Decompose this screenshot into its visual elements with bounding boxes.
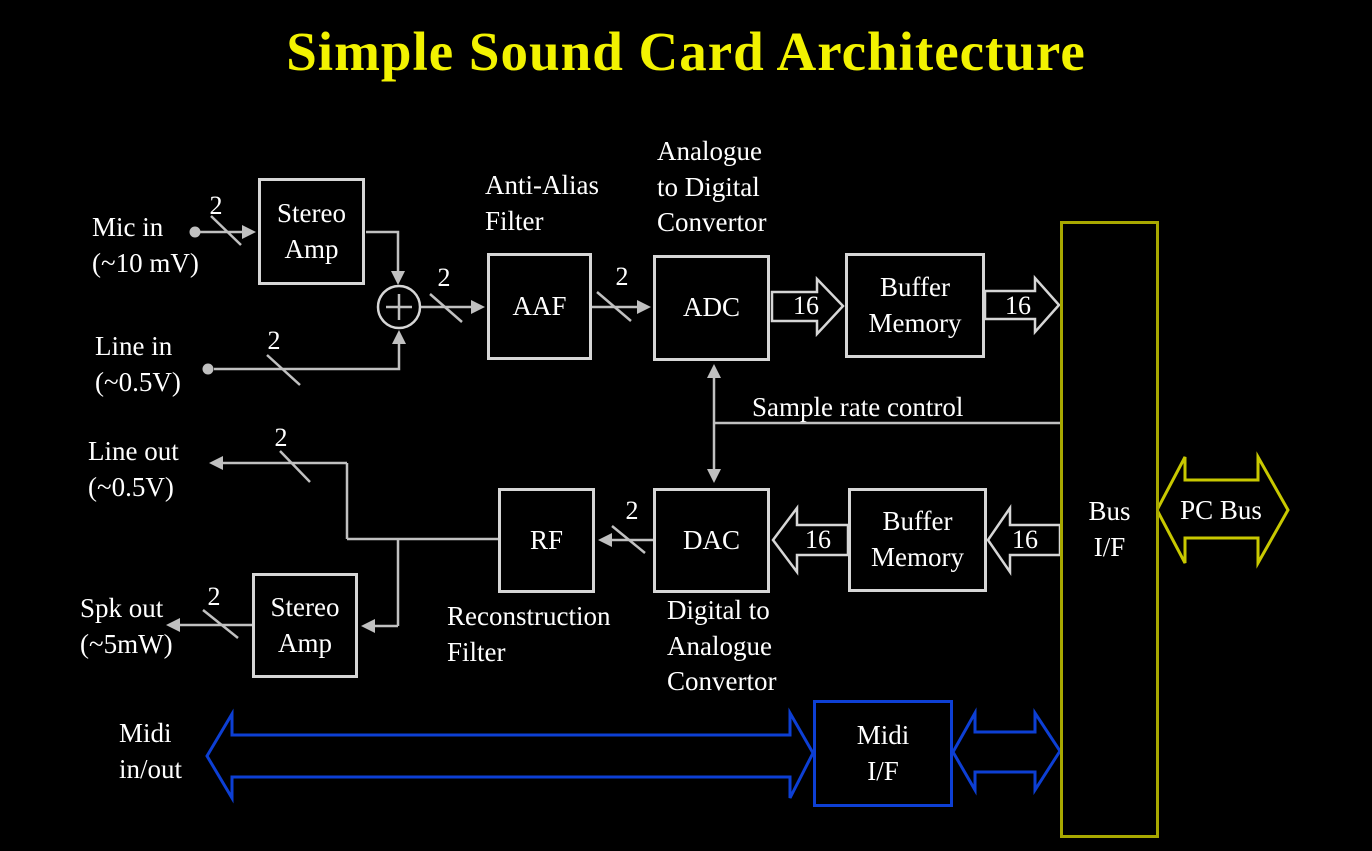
slide-title: Simple Sound Card Architecture — [286, 21, 1086, 82]
adc-full-name-annotation: Analogue to Digital Convertor — [657, 136, 767, 238]
bus-width-2-aaf: 2 — [615, 262, 629, 291]
summer-bus-slash — [429, 293, 463, 323]
mic-in-label: Mic in (~10 mV) — [92, 212, 199, 278]
dac-rf-bus-slash — [611, 525, 646, 554]
summer-to-aaf-arrowhead — [471, 300, 485, 314]
block-buffer-memory-top: Buffer Memory — [845, 253, 985, 358]
mic-bus-slash — [210, 215, 242, 246]
dac-to-rf-arrowhead — [598, 533, 612, 547]
sample-rate-up-arrowhead — [707, 364, 721, 378]
bus-width-2-spkout: 2 — [207, 582, 221, 611]
bus-width-2-dac-rf: 2 — [625, 496, 639, 525]
bus-width-2-summer: 2 — [437, 263, 451, 292]
linein-to-summer-arrowhead — [392, 330, 406, 344]
bus-width-16-adc-buffer: 16 — [793, 291, 819, 320]
pc-bus-double-arrow — [1155, 451, 1290, 569]
bus-width-2-lineout: 2 — [274, 423, 288, 452]
bus-to-buffer-16-arrow — [986, 503, 1062, 577]
rf-to-speaker-amp-branch-line — [374, 539, 400, 628]
stereo-to-summer-arrowhead — [391, 271, 405, 285]
line-out-label: Line out (~0.5V) — [88, 436, 179, 502]
lineout-bus-slash — [279, 450, 311, 483]
line-out-arrowhead — [209, 456, 223, 470]
bus-width-16-buffer-bus: 16 — [1005, 291, 1031, 320]
line-in-label: Line in (~0.5V) — [95, 331, 181, 397]
block-aaf: AAF — [487, 253, 592, 360]
bus-width-16-bus-buffer: 16 — [1012, 525, 1038, 554]
reconstruction-filter-annotation: Reconstruction Filter — [447, 601, 611, 667]
spk-out-arrowhead — [166, 618, 180, 632]
bus-width-16-buffer-dac: 16 — [805, 525, 831, 554]
block-adc: ADC — [653, 255, 770, 361]
bus-width-2-mic: 2 — [209, 191, 223, 220]
anti-alias-filter-annotation: Anti-Alias Filter — [485, 170, 599, 236]
dac-full-name-annotation: Digital to Analogue Convertor — [667, 595, 777, 697]
bus-width-2-linein: 2 — [267, 326, 281, 355]
rf-to-lineout-line — [222, 461, 498, 541]
spkout-bus-slash — [202, 609, 239, 639]
pc-bus-label: PC Bus — [1180, 495, 1262, 526]
line-in-line — [214, 343, 401, 371]
buffer-to-dac-16-arrow — [771, 504, 850, 576]
block-stereo-amp-input: Stereo Amp — [258, 178, 365, 285]
mic-in-node-dot — [189, 226, 201, 238]
linein-bus-slash — [266, 354, 301, 386]
mic-to-stereo-arrowhead — [242, 225, 256, 239]
block-midi-if: Midi I/F — [813, 700, 953, 807]
block-buffer-memory-bottom: Buffer Memory — [848, 488, 987, 592]
midi-to-bus-double-arrow — [951, 707, 1062, 796]
midi-inout-double-arrow — [205, 707, 815, 804]
block-rf: RF — [498, 488, 595, 593]
spk-out-label: Spk out (~5mW) — [80, 593, 173, 659]
block-dac: DAC — [653, 488, 770, 593]
aaf-to-adc-arrowhead — [637, 300, 651, 314]
into-speaker-amp-arrowhead — [361, 619, 375, 633]
aaf-bus-slash — [596, 291, 632, 322]
sample-rate-control-annotation: Sample rate control — [752, 392, 964, 422]
buffer-to-bus-16-arrow — [983, 274, 1061, 336]
stereo-amp-to-summer-line — [366, 230, 400, 272]
block-bus-if: Bus I/F — [1060, 221, 1159, 838]
sample-rate-down-arrowhead — [707, 469, 721, 483]
adc-to-buffer-16-arrow — [770, 275, 845, 338]
midi-inout-label: Midi in/out — [119, 718, 183, 784]
block-stereo-amp-output: Stereo Amp — [252, 573, 358, 678]
summing-junction-plus-icon — [386, 294, 412, 320]
line-in-node-dot — [202, 363, 214, 375]
